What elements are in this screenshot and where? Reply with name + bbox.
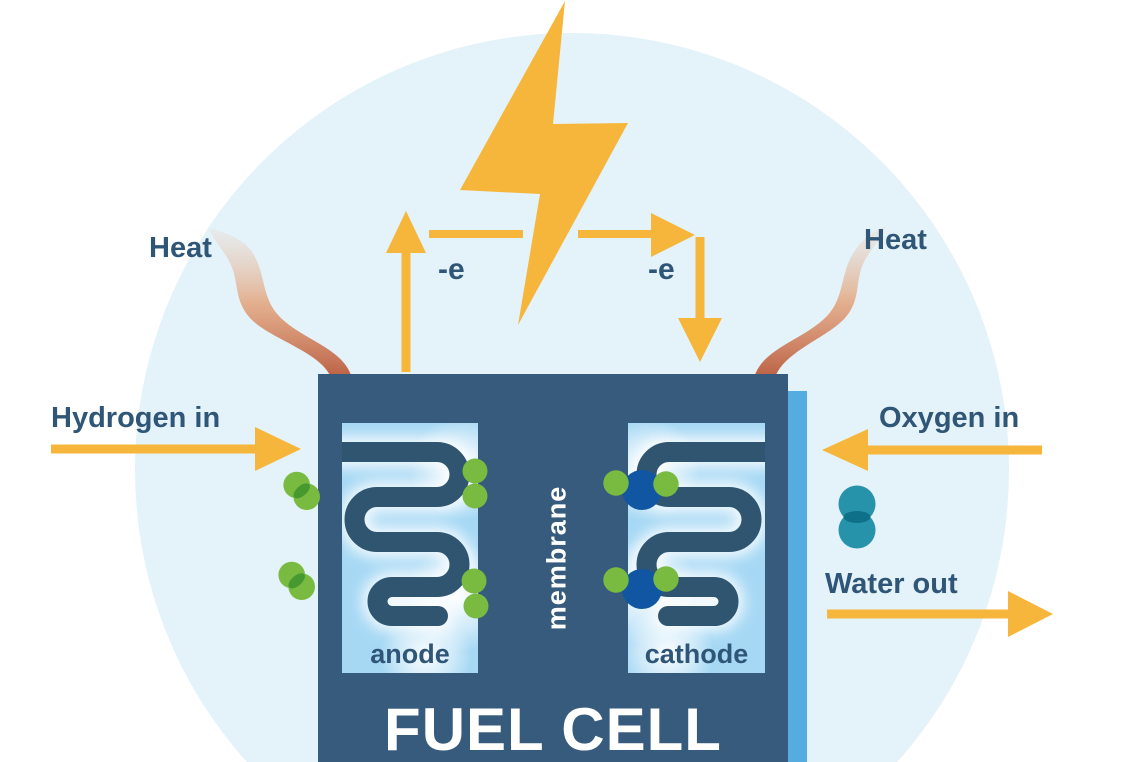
cathode-label: cathode bbox=[644, 639, 749, 669]
oxygen-in-label: Oxygen in bbox=[879, 402, 1020, 434]
hydrogen-atoms-anode bbox=[461, 458, 489, 619]
water-molecule bbox=[838, 485, 876, 549]
water-out-arrow bbox=[827, 591, 1053, 637]
up-arrow-icon bbox=[386, 211, 426, 253]
electron-left-label: -e bbox=[438, 253, 465, 286]
hydrogen-arrow-head-icon bbox=[255, 427, 301, 471]
hydrogen-in-label: Hydrogen in bbox=[51, 402, 221, 434]
heat-right-label: Heat bbox=[864, 224, 927, 256]
electron-circuit bbox=[386, 211, 722, 372]
oxygen-molecule bbox=[603, 470, 679, 510]
hydrogen-molecule bbox=[278, 561, 316, 600]
electron-right-label: -e bbox=[648, 253, 675, 286]
water-out-label: Water out bbox=[825, 568, 958, 600]
right-arrow-icon bbox=[651, 213, 695, 257]
anode-panel bbox=[342, 423, 478, 673]
hydrogen-in-arrow bbox=[51, 427, 301, 471]
heat-left-label: Heat bbox=[149, 232, 212, 264]
membrane-label: membrane bbox=[541, 485, 572, 631]
heat-smoke-icon-left bbox=[209, 228, 352, 378]
anode-label: anode bbox=[370, 639, 450, 669]
water-arrow-head-icon bbox=[1008, 591, 1053, 637]
hydrogen-molecule bbox=[283, 471, 321, 511]
anode-flow-channel bbox=[342, 442, 470, 626]
heat-smoke-icon-right bbox=[754, 226, 886, 378]
oxygen-arrow-head-icon bbox=[822, 429, 868, 471]
oxygen-in-arrow bbox=[822, 429, 1042, 471]
down-arrow-icon bbox=[678, 318, 722, 362]
lightning-bolt-icon bbox=[460, 1, 628, 325]
oxygen-molecule bbox=[603, 566, 679, 609]
fuel-cell-title: FUEL CELL bbox=[384, 696, 722, 762]
